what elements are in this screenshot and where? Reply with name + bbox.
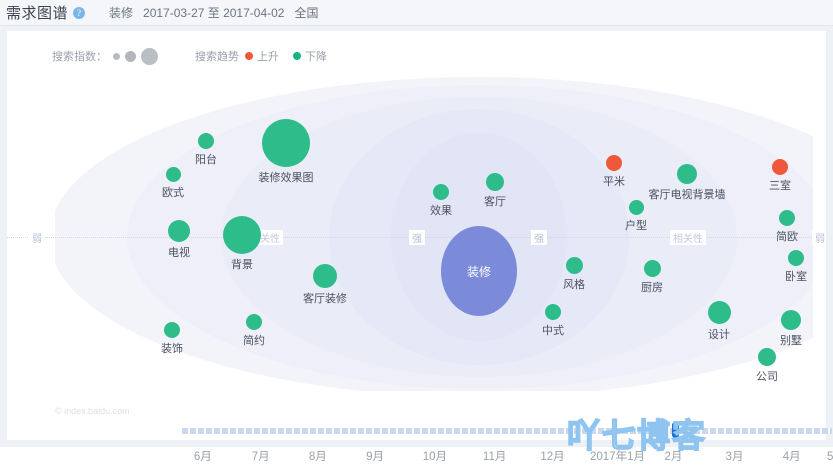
- size-dot-small-icon: [113, 52, 120, 60]
- month-tick-label: 5月: [826, 451, 833, 463]
- bubble-label: 别墅: [780, 335, 802, 347]
- month-tick-label: 12月: [540, 451, 565, 463]
- rising-label: 上升: [257, 51, 279, 63]
- bubble-node[interactable]: [433, 184, 449, 200]
- bubble-label: 设计: [708, 328, 730, 341]
- bubble-label: 简约: [243, 335, 265, 347]
- bubble-label: 中式: [542, 325, 564, 337]
- page-header: 需求图谱 ? 装修 2017-03-27 至 2017-04-02 全国: [0, 0, 833, 26]
- bubble-node[interactable]: [781, 310, 801, 330]
- legend-rising: 上升: [245, 48, 279, 64]
- bubble-node[interactable]: [707, 300, 731, 324]
- legend-falling: 下降: [293, 48, 327, 64]
- axis-label-left-weak: 弱: [29, 230, 45, 245]
- legend-trend-label: 搜索趋势: [195, 51, 239, 63]
- timeline-handle[interactable]: [671, 422, 679, 438]
- falling-dot-icon: [293, 52, 301, 60]
- bubble-label: 平米: [603, 176, 625, 188]
- axis-label-right-weak: 弱: [812, 230, 826, 245]
- bubble-node[interactable]: [313, 264, 337, 288]
- bubble-node[interactable]: [779, 210, 795, 226]
- bubble-node[interactable]: [606, 155, 622, 171]
- bubble-node[interactable]: [486, 173, 504, 191]
- legend-size-label: 搜索指数：: [52, 51, 107, 63]
- bubble-label: 户型: [625, 219, 647, 232]
- copyright-text: © index.baidu.com: [55, 406, 130, 416]
- bubble-node[interactable]: [165, 166, 181, 182]
- bubble-node[interactable]: [223, 216, 261, 254]
- page-title: 需求图谱: [6, 5, 69, 22]
- bubble-label: 阳台: [195, 154, 217, 166]
- bubble-label: 背景: [231, 259, 253, 271]
- month-tick-label: 7月: [251, 451, 270, 463]
- bubble-label: 客厅电视背景墙: [648, 189, 726, 201]
- month-tick-label: 2017年1月: [590, 451, 645, 463]
- legend: 搜索指数： 搜索趋势 上升 下降: [52, 43, 341, 69]
- bubble-node[interactable]: [168, 220, 190, 242]
- center-node-label: 装修: [466, 264, 491, 279]
- bubble-label: 三室: [769, 180, 791, 192]
- axis-label-left-strong: 强: [409, 230, 425, 245]
- timeline-month-labels: 6月 7月 8月 9月 10月 11月 12月 2017年1月 2月 3月 4月 5月: [7, 448, 833, 470]
- bubble-node[interactable]: [164, 322, 180, 338]
- axis-label-right-strong: 强: [531, 230, 547, 245]
- rising-dot-icon: [245, 52, 253, 60]
- bubble-node[interactable]: [628, 199, 644, 215]
- bubble-label: 装饰: [161, 343, 183, 355]
- bubble-label: 公司: [756, 371, 778, 383]
- bubble-node[interactable]: [758, 348, 776, 366]
- bubble-node[interactable]: [677, 164, 697, 184]
- header-meta: 装修 2017-03-27 至 2017-04-02 全国: [109, 4, 318, 21]
- bubble-node[interactable]: [198, 133, 214, 149]
- timeline-track[interactable]: [182, 428, 832, 434]
- bubble-label: 风格: [563, 278, 585, 291]
- timeline-slider[interactable]: [182, 422, 832, 438]
- bubble-label: 电视: [168, 247, 190, 259]
- month-tick-label: 11月: [482, 451, 507, 463]
- bubble-label: 客厅: [484, 196, 506, 208]
- size-dot-large-icon: [141, 47, 158, 65]
- bubble-label: 厨房: [641, 281, 663, 294]
- month-tick-label: 3月: [725, 451, 744, 463]
- month-tick-label: 4月: [782, 451, 801, 463]
- center-node[interactable]: 装修: [441, 226, 517, 316]
- bubble-node[interactable]: [772, 159, 788, 175]
- axis-label-right-relevance: 相关性: [670, 230, 706, 245]
- bubble-label: 简欧: [776, 231, 798, 243]
- keyword-label[interactable]: 装修: [109, 6, 134, 20]
- bubble-node[interactable]: [643, 259, 661, 277]
- bubble-node[interactable]: [262, 119, 310, 167]
- region-label[interactable]: 全国: [294, 6, 319, 20]
- month-tick-label: 8月: [308, 451, 327, 463]
- month-tick-label: 10月: [422, 451, 447, 463]
- falling-label: 下降: [305, 51, 327, 63]
- question-mark-icon[interactable]: ?: [73, 6, 86, 19]
- bubble-label: 卧室: [785, 271, 807, 283]
- bubble-node[interactable]: [246, 314, 262, 330]
- month-tick-label: 9月: [366, 451, 384, 463]
- bubble-label: 客厅装修: [303, 293, 347, 305]
- date-range-label[interactable]: 2017-03-27 至 2017-04-02: [143, 6, 285, 20]
- bubble-label: 欧式: [162, 186, 184, 199]
- month-tick-label: 6月: [193, 451, 212, 463]
- demand-graph-canvas: 弱 相关性 强 强 相关性 弱 装修 阳台装修效果图欧式平米客厅电视背景墙三室效…: [7, 71, 826, 391]
- bubble-label: 效果: [430, 205, 452, 217]
- bubble-label: 装修效果图: [258, 172, 314, 184]
- bubble-node[interactable]: [565, 256, 583, 274]
- month-tick-label: 2月: [664, 451, 683, 463]
- bubble-node[interactable]: [788, 250, 804, 266]
- graph-panel: 搜索指数： 搜索趋势 上升 下降: [7, 31, 833, 463]
- bubble-node[interactable]: [545, 304, 561, 320]
- size-dot-medium-icon: [125, 50, 136, 62]
